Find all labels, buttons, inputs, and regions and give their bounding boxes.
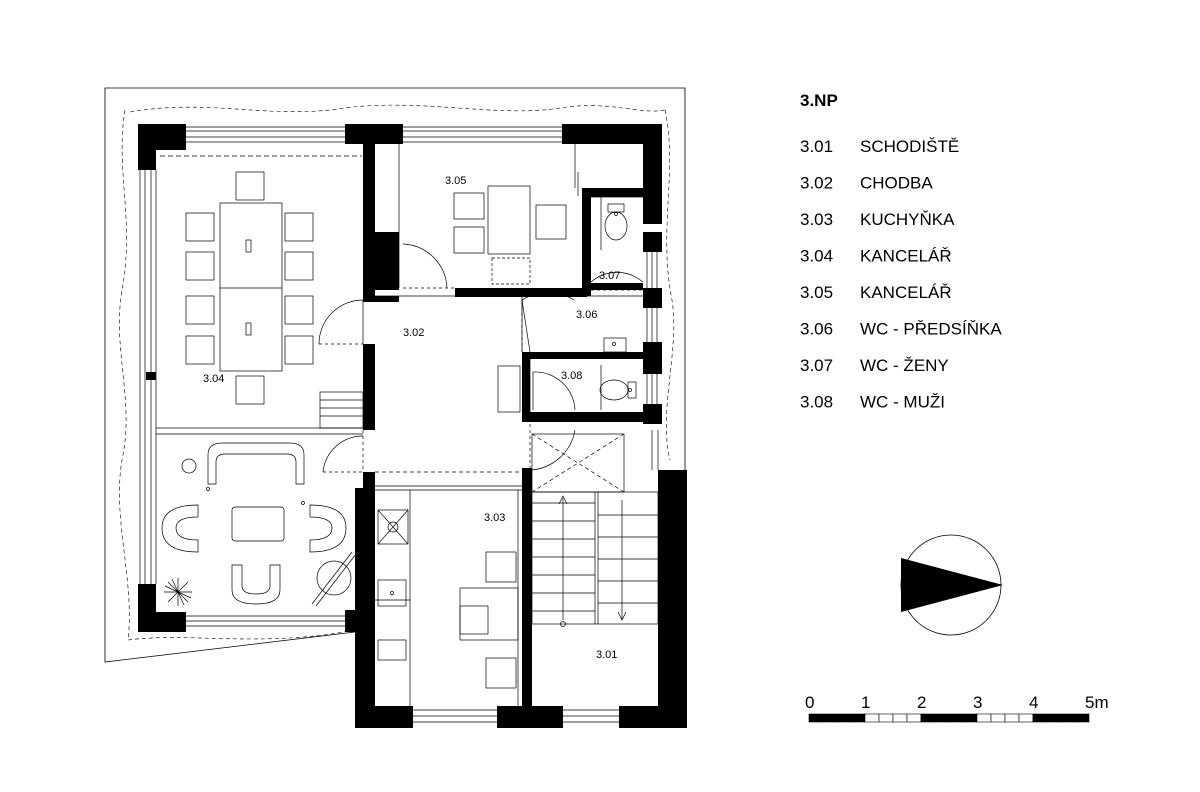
- doors: [318, 243, 644, 473]
- thin-partitions: [156, 144, 659, 706]
- scale-label: 5m: [1085, 693, 1109, 712]
- room-label-307: 3.07: [599, 270, 620, 282]
- dashed-edge-top: [129, 104, 666, 113]
- legend: 3.NP 3.01 SCHODIŠTĚ 3.02 CHODBA 3.03 KUCHYŇKA…: [800, 91, 1002, 412]
- legend-code: 3.07: [800, 356, 833, 375]
- furniture-kitchen: [377, 365, 521, 689]
- dashed-edge-bottom: [127, 629, 356, 641]
- stair-treads: [532, 502, 658, 612]
- scale-label: 2: [917, 693, 926, 712]
- scale-segment: [836, 713, 852, 723]
- scale-segment: [850, 713, 866, 723]
- scale-segments: [808, 713, 1090, 723]
- dashed-edge-right: [664, 109, 675, 461]
- room-label-301: 3.01: [596, 649, 617, 661]
- room-label-304: 3.04: [203, 373, 224, 385]
- room-label-308: 3.08: [561, 370, 582, 382]
- legend-name: CHODBA: [860, 174, 933, 193]
- scale-label: 0: [805, 693, 814, 712]
- legend-code: 3.05: [800, 283, 833, 302]
- scale-segment: [962, 713, 978, 723]
- scale-segment: [892, 713, 908, 723]
- legend-code: 3.02: [800, 174, 833, 193]
- legend-code: 3.04: [800, 247, 833, 266]
- scale-segment: [1074, 713, 1090, 723]
- legend-name: KANCELÁŘ: [860, 247, 952, 266]
- legend-name: SCHODIŠTĚ: [860, 137, 959, 156]
- furniture-office-305: [453, 172, 579, 285]
- furniture-lounge: [161, 442, 357, 607]
- scale-labels: 0 1 2 3 4 5m: [805, 693, 1109, 712]
- dashed-edge-left: [119, 109, 130, 641]
- room-label-303: 3.03: [484, 512, 505, 524]
- scale-segment: [1032, 713, 1048, 723]
- scale-segment: [948, 713, 964, 723]
- floor-title: 3.NP: [800, 91, 838, 110]
- scale-label: 1: [861, 693, 870, 712]
- legend-code: 3.08: [800, 393, 833, 412]
- scale-segment: [1046, 713, 1062, 723]
- room-label-302: 3.02: [403, 327, 424, 339]
- legend-name: WC - PŘEDSÍŇKA: [860, 320, 1002, 339]
- scale-segment: [976, 713, 992, 723]
- scale-segment: [906, 713, 922, 723]
- scale-label: 4: [1029, 693, 1038, 712]
- legend-name: WC - MUŽI: [860, 393, 945, 412]
- scale-segment: [920, 713, 936, 723]
- scale-segment: [878, 713, 894, 723]
- scale-segment: [934, 713, 950, 723]
- scale-segment: [808, 713, 824, 723]
- windows: [139, 126, 659, 723]
- walls: [138, 124, 687, 728]
- scale-segment: [822, 713, 838, 723]
- wc-fixtures: [599, 203, 637, 401]
- legend-code: 3.01: [800, 137, 833, 156]
- room-label-305: 3.05: [445, 175, 466, 187]
- scale-segment: [1060, 713, 1076, 723]
- legend-name: KUCHYŇKA: [860, 210, 955, 229]
- scale-segment: [1004, 713, 1020, 723]
- north-arrow: [900, 534, 1003, 636]
- scale-segment: [864, 713, 880, 723]
- legend-name: WC - ŽENY: [860, 356, 949, 375]
- terrace-outline: [104, 87, 686, 663]
- scale-segment: [1018, 713, 1034, 723]
- furniture-meeting: [185, 171, 314, 405]
- floor-plan: 3.05 3.07 3.06 3.02 3.08 3.04 3.03 3.01: [104, 87, 687, 728]
- room-label-306: 3.06: [576, 309, 597, 321]
- north-arrow-icon: [901, 558, 1003, 612]
- scale-bar: 0 1 2 3 4 5m: [805, 693, 1109, 723]
- scale-segment: [990, 713, 1006, 723]
- legend-code: 3.06: [800, 320, 833, 339]
- scale-label: 3: [973, 693, 982, 712]
- legend-code: 3.03: [800, 210, 833, 229]
- legend-name: KANCELÁŘ: [860, 283, 952, 302]
- stair-arrows: [558, 495, 627, 627]
